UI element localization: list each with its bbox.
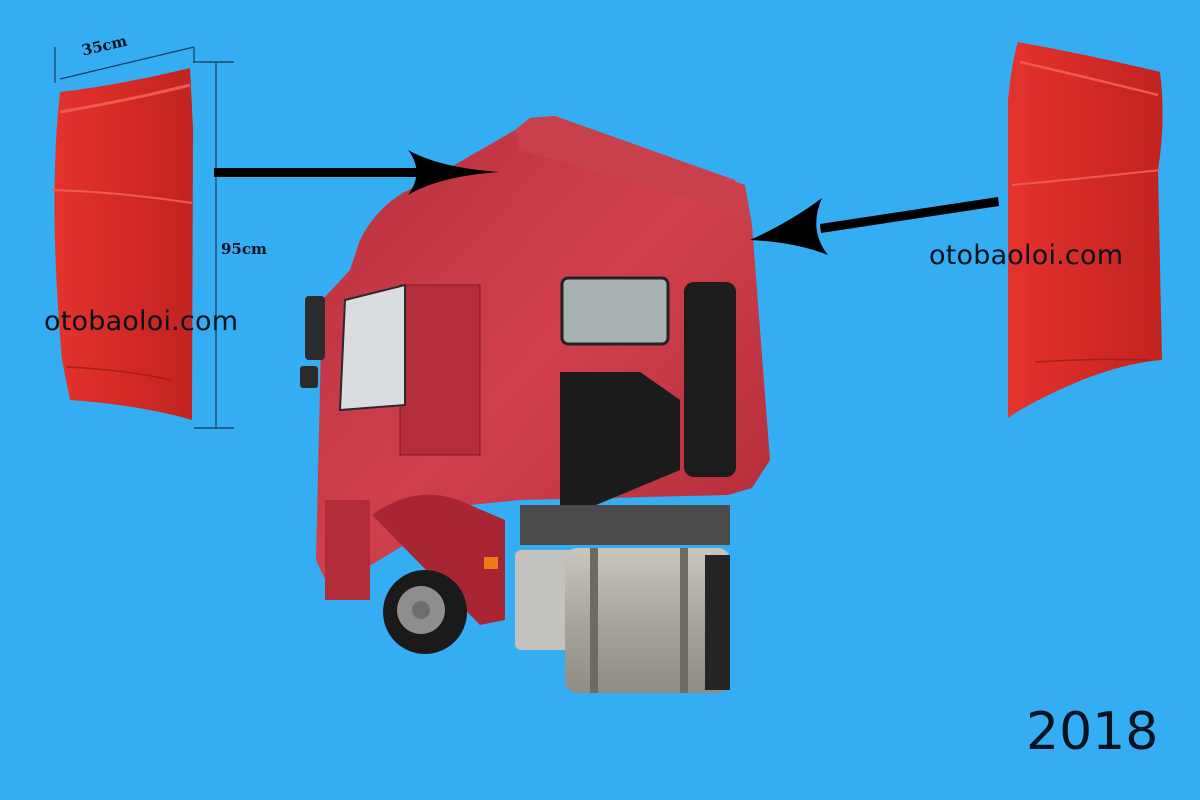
truck-photo bbox=[300, 116, 770, 693]
arrow-left-to-truck bbox=[214, 150, 500, 195]
dimension-lines bbox=[54, 46, 234, 429]
right-side-panel bbox=[1008, 42, 1163, 418]
height-dimension-label: 95cm bbox=[221, 240, 267, 258]
left-side-panel bbox=[51, 68, 193, 420]
left-watermark: otobaoloi.com bbox=[44, 306, 239, 337]
arrow-right-to-truck bbox=[750, 197, 999, 255]
year-label: 2018 bbox=[1026, 702, 1159, 762]
right-watermark: otobaoloi.com bbox=[929, 240, 1124, 271]
